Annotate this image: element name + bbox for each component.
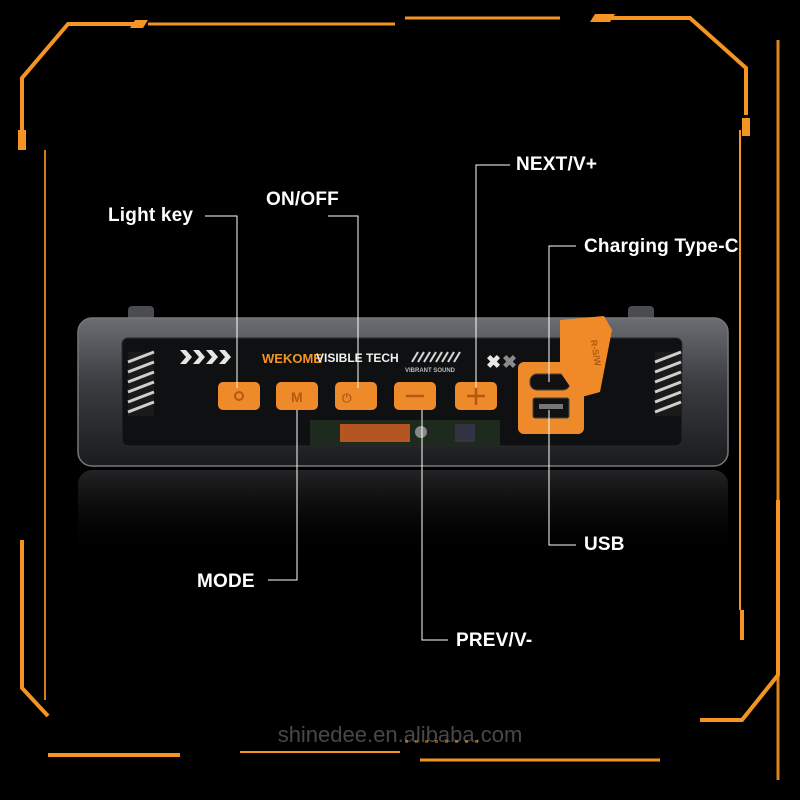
watermark: shinedee.en.alibaba.com bbox=[277, 722, 523, 747]
light-key-button[interactable] bbox=[218, 382, 260, 410]
mode-button[interactable] bbox=[276, 382, 318, 410]
foot-right bbox=[628, 306, 654, 320]
hatch-right bbox=[654, 350, 682, 416]
svg-text:✖: ✖ bbox=[502, 352, 517, 372]
light-icon bbox=[234, 391, 244, 401]
cap-text: R-S/W bbox=[588, 339, 603, 367]
device-title: VISIBLE TECH bbox=[316, 351, 399, 365]
device-reflection bbox=[78, 470, 728, 560]
brand-logo: WEKOME bbox=[262, 351, 322, 366]
button-row: M ⏻ bbox=[218, 382, 497, 410]
label-light-key: Light key bbox=[108, 205, 194, 226]
label-usb: USB bbox=[584, 534, 625, 555]
stripe-decoration bbox=[411, 351, 461, 363]
hatch-left bbox=[127, 350, 155, 416]
mode-icon: M bbox=[291, 389, 303, 405]
label-on-off: ON/OFF bbox=[266, 189, 339, 210]
label-charging-typec: Charging Type-C bbox=[584, 236, 739, 257]
label-next-vplus: NEXT/V+ bbox=[516, 154, 598, 175]
on-off-button[interactable] bbox=[335, 382, 377, 410]
label-prev-vminus: PREV/V- bbox=[456, 630, 533, 651]
label-mode: MODE bbox=[197, 571, 255, 592]
power-icon: ⏻ bbox=[342, 391, 352, 405]
svg-text:✖: ✖ bbox=[486, 352, 501, 372]
device-subtitle: VIBRANT SOUND bbox=[405, 368, 456, 374]
x-marks-icon: ✖ ✖ bbox=[486, 352, 517, 372]
foot-left bbox=[128, 306, 154, 320]
